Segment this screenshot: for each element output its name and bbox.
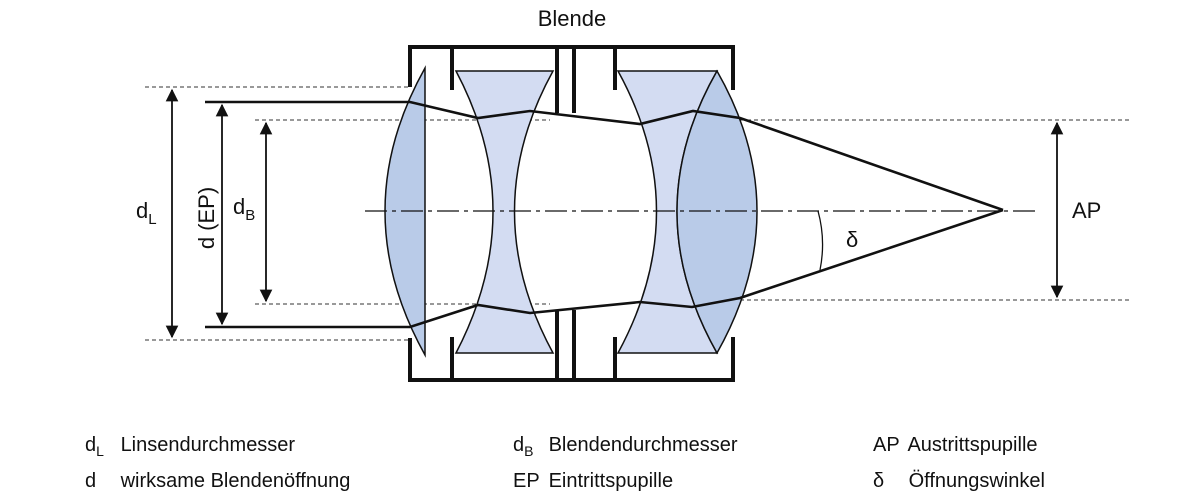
dimension-arrows — [165, 88, 1064, 339]
light-rays — [205, 100, 1004, 329]
biconcave-lens-1 — [454, 70, 555, 354]
lens-housing — [408, 45, 735, 382]
legend-item-dB: dB Blendendurchmesser — [513, 434, 738, 459]
lens-group — [384, 65, 758, 358]
blende-label: Blende — [538, 6, 607, 31]
delta-label: δ — [846, 227, 858, 252]
opening-angle-arc — [817, 210, 824, 271]
lens-diagram: Blende dL d (EP) dB AP δ — [136, 6, 1130, 382]
legend-item-d: d wirksame Blendenöffnung — [85, 470, 351, 492]
biconvex-lens — [676, 69, 758, 355]
dL-label: dL — [136, 198, 157, 228]
legend-item-ep: EP Eintrittspupille — [513, 470, 674, 492]
legend-item-delta: δ Öffnungswinkel — [873, 470, 1045, 492]
d-ep-label: d (EP) — [194, 187, 219, 249]
legend-item-ap: AP Austrittspupille — [873, 434, 1038, 456]
legend-item-dL: dL Linsendurchmesser — [85, 434, 296, 459]
ap-label: AP — [1072, 198, 1101, 223]
dB-label: dB — [233, 194, 255, 224]
